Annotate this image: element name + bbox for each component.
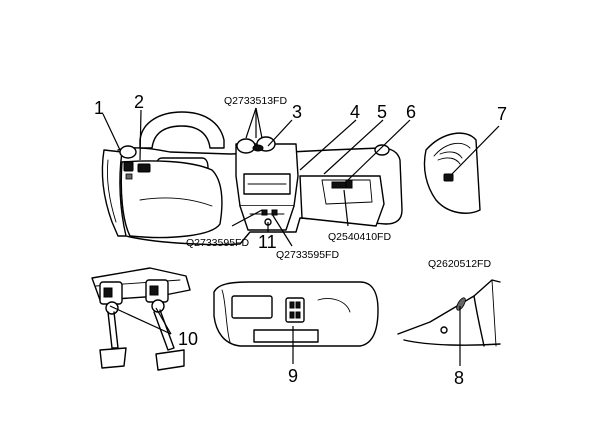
part-code-q2733595-left: Q2733595FD [186, 237, 249, 249]
leader-lines [102, 107, 500, 366]
console-switch-drawing [213, 281, 379, 347]
dashboard-overview-drawing [101, 111, 481, 246]
part-code-q2733595-right: Q2733595FD [276, 249, 339, 261]
part-code-q2620512: Q2620512FD [428, 258, 491, 270]
callout-7: 7 [497, 104, 507, 124]
part-code-q2733513: Q2733513FD [224, 95, 287, 107]
side-panel-drawing [397, 279, 501, 347]
callout-5: 5 [377, 102, 387, 122]
part-code-q2540410: Q2540410FD [328, 231, 391, 243]
callout-2: 2 [134, 92, 144, 112]
pedal-assembly-drawing [91, 267, 191, 371]
callout-3: 3 [292, 102, 302, 122]
callout-1: 1 [94, 98, 104, 118]
callout-10: 10 [178, 329, 198, 349]
callout-11: 11 [258, 232, 277, 252]
callout-6: 6 [406, 102, 416, 122]
callout-8: 8 [454, 368, 464, 388]
callout-4: 4 [350, 102, 360, 122]
callout-9: 9 [288, 366, 298, 386]
